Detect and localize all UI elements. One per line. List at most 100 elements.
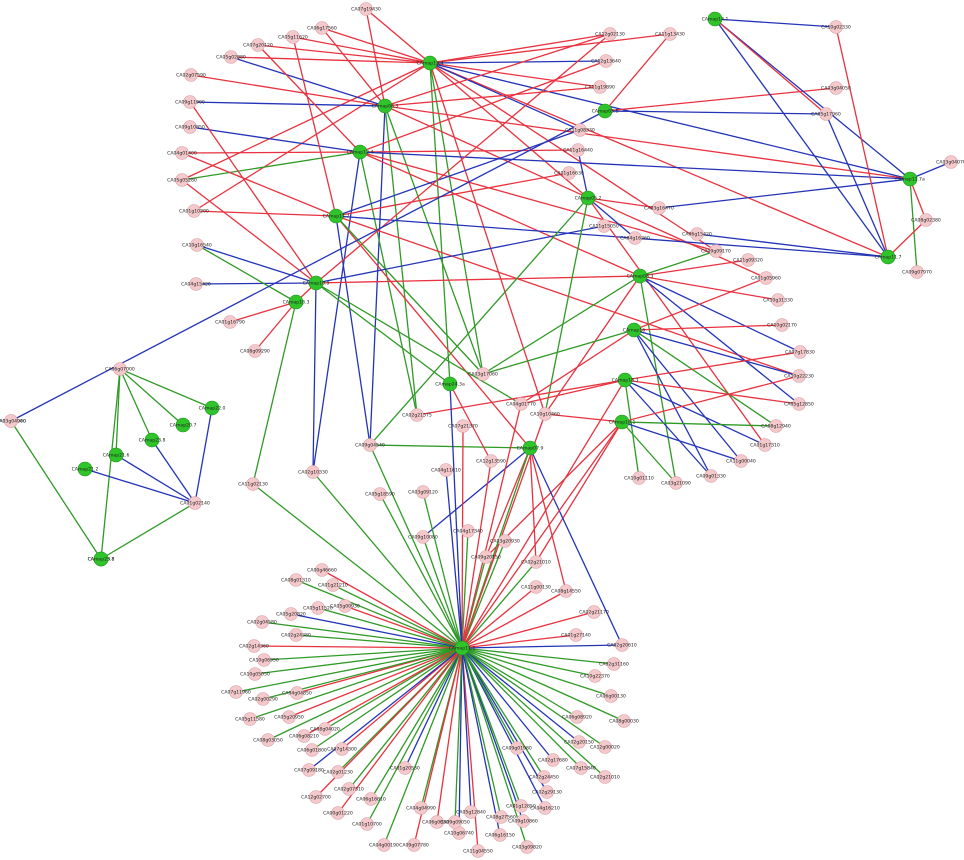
target-node[interactable]: CA02g24450	[529, 770, 559, 784]
hub-node[interactable]: CAmap22.0	[199, 400, 226, 416]
target-node[interactable]: CA02g17680	[538, 753, 568, 767]
target-node[interactable]: CA11g04550	[463, 844, 493, 858]
target-node[interactable]: CA05g11520	[303, 601, 333, 615]
hub-node[interactable]: CAmap23.8	[88, 551, 115, 567]
target-node[interactable]: CA05g11620	[278, 30, 308, 44]
hub-node[interactable]: CAmap20.7	[170, 417, 197, 433]
target-node[interactable]: CA08g12940	[761, 419, 791, 433]
target-node[interactable]: CA08g02380	[911, 213, 941, 227]
target-node[interactable]: CA00g01220	[323, 806, 353, 820]
target-node[interactable]: CA11g09320	[733, 253, 763, 267]
target-node[interactable]: CA10g22370	[580, 669, 610, 683]
target-node[interactable]: CA08g03050	[253, 733, 283, 747]
hub-node[interactable]: CAmap11.7	[323, 208, 350, 224]
target-node[interactable]: CA01g02140	[180, 496, 210, 510]
target-node[interactable]: CA10g31330	[763, 293, 793, 307]
target-node[interactable]: CA09g04540	[355, 438, 385, 452]
target-node[interactable]: CA02g07310	[334, 782, 364, 796]
target-node[interactable]: CA11g02130	[238, 477, 268, 491]
hub-node[interactable]: CAmap13.4	[417, 55, 444, 71]
target-node[interactable]: CA07g15840	[566, 761, 596, 775]
target-node[interactable]: CA05g12840	[456, 805, 486, 819]
target-node[interactable]: CA01g16630	[554, 166, 584, 180]
target-node[interactable]: CA00g46660	[307, 563, 337, 577]
target-node[interactable]: CA09g07970	[902, 265, 932, 279]
target-node[interactable]: CA01g17310	[750, 438, 780, 452]
target-node[interactable]: CA09g10850	[175, 120, 205, 134]
target-node[interactable]: CA02g04580	[247, 615, 277, 629]
target-node[interactable]: CA11g19890	[585, 80, 615, 94]
target-node[interactable]: CA12g00020	[590, 740, 620, 754]
target-node[interactable]: CA02g07590	[176, 68, 206, 82]
target-node[interactable]: CA05g11580	[235, 712, 265, 726]
target-node[interactable]: CA09g01330	[696, 469, 726, 483]
target-node[interactable]: CA02g10330	[298, 465, 328, 479]
target-node[interactable]: CA04g11610	[431, 463, 461, 477]
target-node[interactable]: CA05g00930	[330, 599, 360, 613]
target-node[interactable]: CA02g21010	[521, 555, 551, 569]
target-node[interactable]: CA06g16810	[356, 792, 386, 806]
target-node[interactable]: CA03g04070	[936, 155, 964, 169]
target-node[interactable]: CA06g17560	[307, 21, 337, 35]
target-node[interactable]: CA01g12850	[506, 799, 536, 813]
target-node[interactable]: CA04g15420	[181, 277, 211, 291]
target-node[interactable]: CA03g16470	[644, 201, 674, 215]
target-node[interactable]: CA11g00040	[726, 454, 756, 468]
target-node[interactable]: CA11g13430	[655, 27, 685, 41]
target-node[interactable]: CA09g09050	[440, 815, 470, 829]
target-node[interactable]: CA09g11900	[175, 95, 205, 109]
target-node[interactable]: CA09g20150	[471, 550, 501, 564]
target-node[interactable]: CA02g29130	[532, 785, 562, 799]
target-node[interactable]: CA03g09120	[408, 485, 438, 499]
target-node[interactable]: CA11g15050	[589, 219, 619, 233]
target-node[interactable]: CA02g20150	[564, 735, 594, 749]
target-node[interactable]: CA04g17340	[453, 524, 483, 538]
target-node[interactable]: CA03g17060	[468, 367, 498, 381]
target-node[interactable]: CA08g04020	[310, 722, 340, 736]
target-node[interactable]: CA06g00130	[596, 689, 626, 703]
target-node[interactable]: CA06g16150	[485, 828, 515, 842]
hub-node[interactable]: CAmap11.1	[449, 640, 476, 656]
target-node[interactable]: CA04g01400	[167, 146, 197, 160]
target-node[interactable]: CA06g07000	[105, 362, 135, 376]
target-node[interactable]: CA10g01110	[624, 471, 654, 485]
target-node[interactable]: CA04g04850	[282, 686, 312, 700]
hub-node[interactable]: CAmap10.9	[303, 275, 330, 291]
target-node[interactable]: CA03g20930	[490, 534, 520, 548]
target-node[interactable]: CA09g07780	[399, 838, 429, 852]
target-node[interactable]: CA10g06740	[444, 826, 474, 840]
target-node[interactable]: CA04g16210	[530, 801, 560, 815]
target-node[interactable]: CA12g02700	[301, 790, 331, 804]
hub-node[interactable]: CAmap23.8	[139, 432, 166, 448]
target-node[interactable]: CA07g17830	[785, 345, 815, 359]
hub-node[interactable]: CAmap16.3	[283, 294, 310, 310]
target-node[interactable]: CA04g16360	[620, 231, 650, 245]
target-node[interactable]: CA03g21090	[661, 476, 691, 490]
target-node[interactable]: CA10g06950	[249, 653, 279, 667]
target-node[interactable]: CA05g12850	[784, 397, 814, 411]
target-node[interactable]: CA10g22230	[784, 369, 814, 383]
target-node[interactable]: CA01g10700	[352, 817, 382, 831]
target-node[interactable]: CA06g15420	[682, 227, 712, 241]
target-node[interactable]: CA05g17960	[811, 107, 841, 121]
hub-node[interactable]: CAmap16.1	[609, 414, 636, 430]
target-node[interactable]: CA08g14550	[551, 584, 581, 598]
target-node[interactable]: CA11g08330	[565, 123, 595, 137]
target-node[interactable]: CA12g13640	[591, 54, 621, 68]
target-node[interactable]: CA06g01800	[297, 743, 327, 757]
hub-node[interactable]: CAmap08.3	[627, 268, 654, 284]
target-node[interactable]: CA05g05280	[167, 173, 197, 187]
target-node[interactable]: CA05g18590	[365, 487, 395, 501]
target-node[interactable]: CA06g08920	[562, 710, 592, 724]
target-node[interactable]: CA04g01770	[506, 397, 536, 411]
target-node[interactable]: CA07g21370	[448, 419, 478, 433]
target-node[interactable]: CA05g20950	[274, 710, 304, 724]
hub-node[interactable]: CAmap18.3	[612, 372, 639, 388]
target-node[interactable]: CA06g08300	[422, 815, 452, 829]
target-node[interactable]: CA03g04050	[821, 81, 851, 95]
target-node[interactable]: CA02g20610	[607, 638, 637, 652]
target-node[interactable]: CA11g16440	[563, 143, 593, 157]
target-node[interactable]: CA07g11960	[221, 685, 251, 699]
target-node[interactable]: CA07g09180	[294, 763, 324, 777]
target-node[interactable]: CA09g10860	[508, 814, 538, 828]
